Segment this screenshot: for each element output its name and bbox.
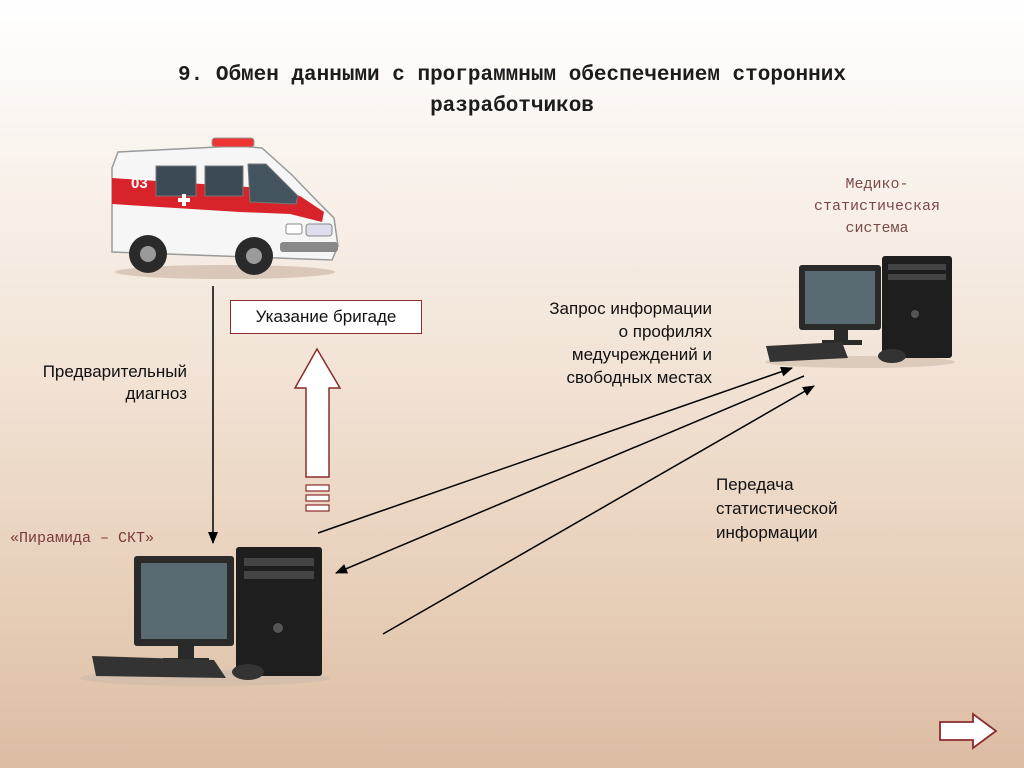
brigade-instruction-box: Указание бригаде	[230, 300, 422, 334]
title-line-1: 9. Обмен данными с программным обеспечен…	[178, 64, 846, 87]
pyramid-computer	[80, 547, 330, 686]
next-arrow-icon[interactable]	[939, 712, 998, 750]
ambulance-number: 03	[131, 175, 148, 192]
med-system-label: Медико- статистическая система	[813, 176, 941, 237]
pyramid-label: «Пирамида – СКТ»	[10, 530, 155, 547]
preliminary-diagnosis-label: Предварительный диагноз	[42, 362, 187, 403]
stat-transfer-label: Передача статистической информации	[716, 475, 838, 542]
info-request-arrow	[317, 366, 793, 534]
med-system-computer	[765, 256, 955, 368]
title-line-2: разработчиков	[430, 95, 594, 118]
info-request-label: Запрос информации о профилях медучрежден…	[549, 299, 712, 387]
slide-title: 9. Обмен данными с программным обеспечен…	[40, 60, 984, 122]
stat-transfer-arrow	[382, 385, 815, 635]
brigade-instruction-arrow	[293, 347, 342, 478]
info-response-arrow	[335, 375, 805, 574]
